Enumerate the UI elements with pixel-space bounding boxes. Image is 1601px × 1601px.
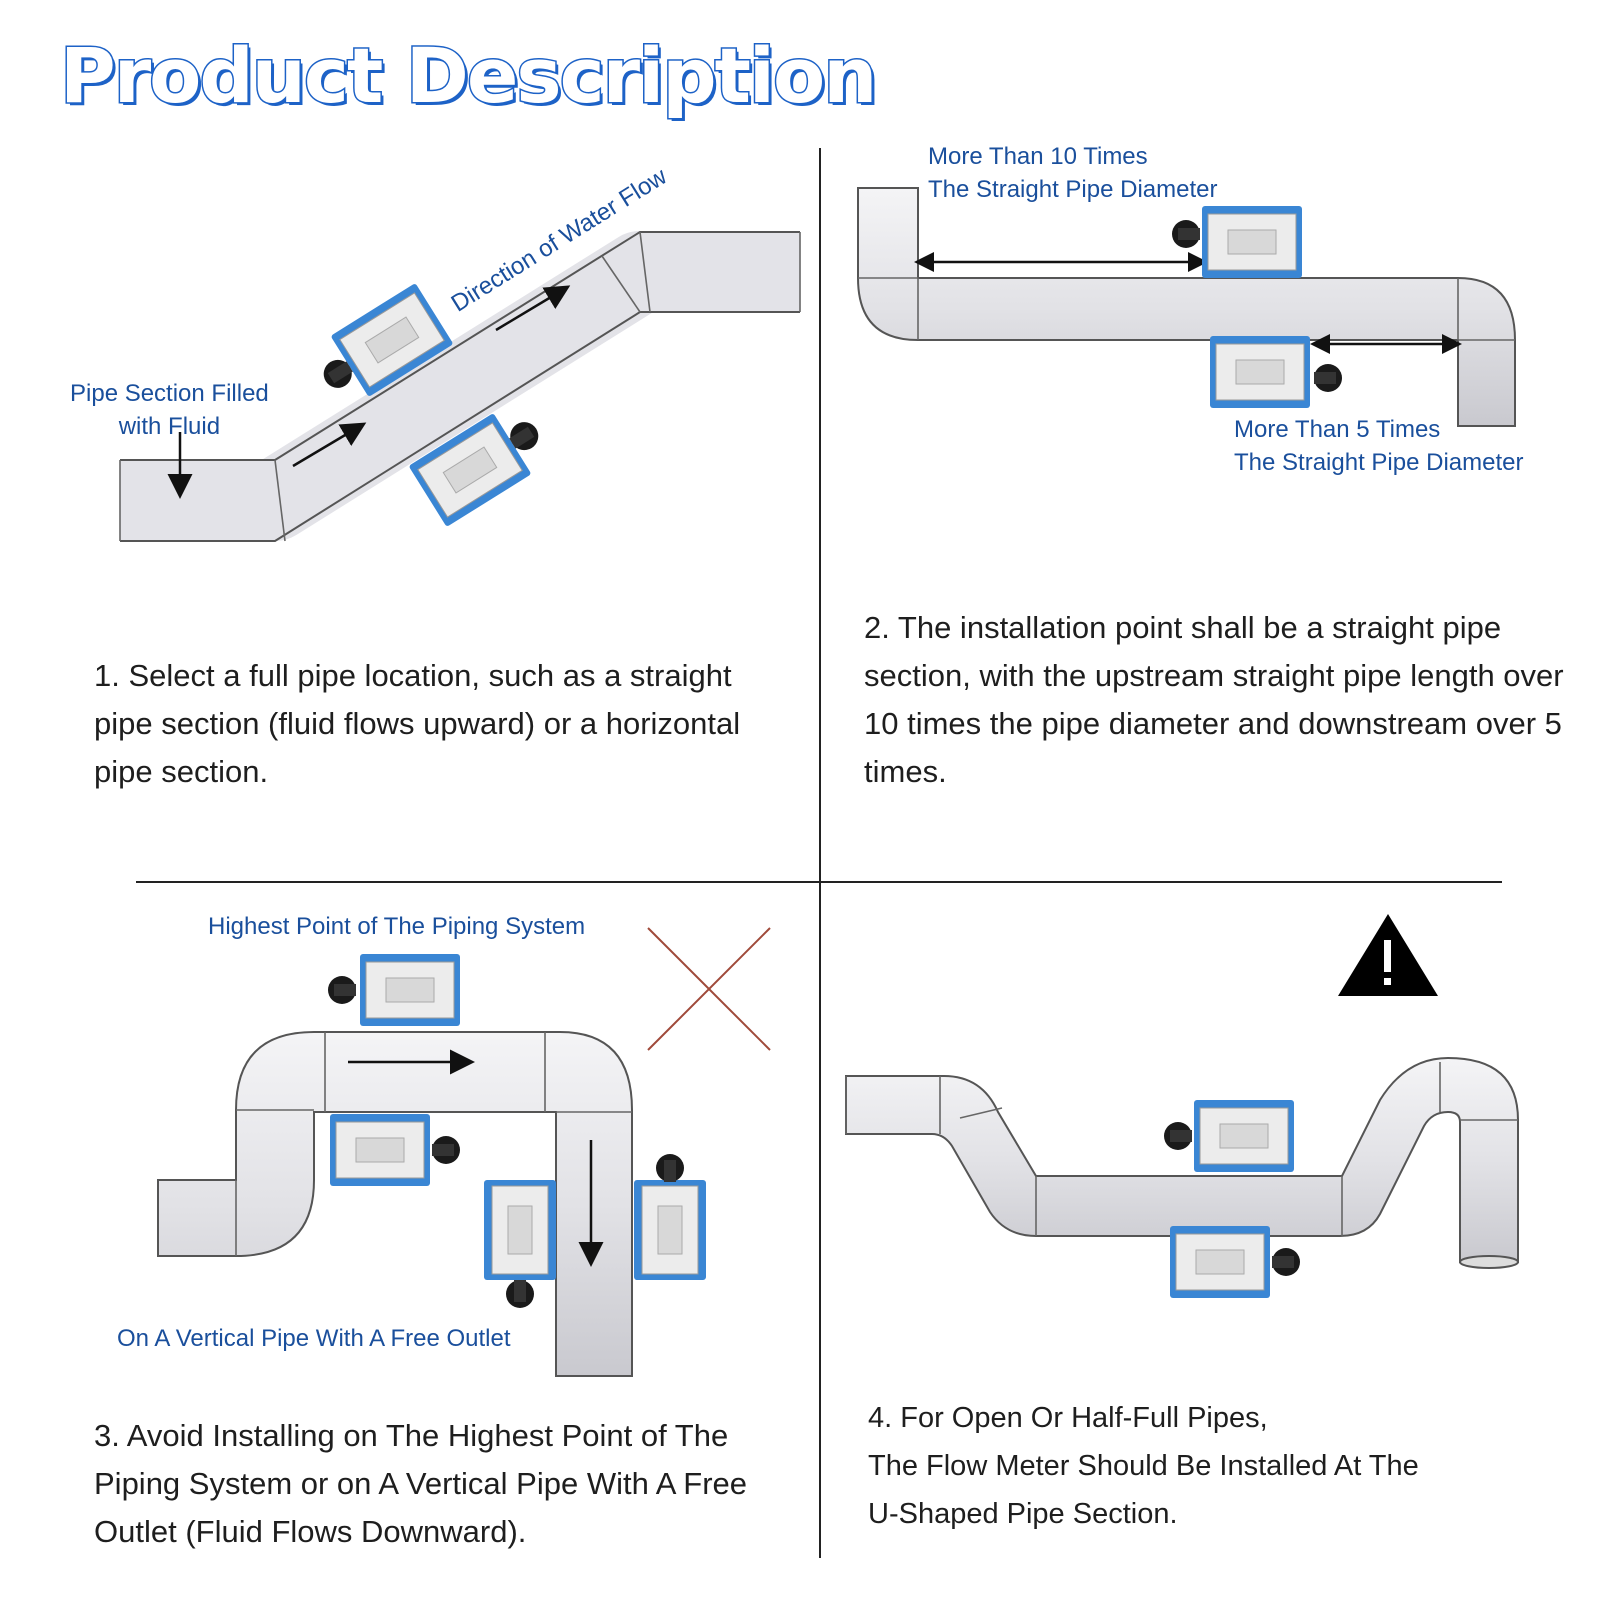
panel2-upstream-label: More Than 10 Times The Straight Pipe Dia… bbox=[928, 143, 1218, 203]
horizontal-divider bbox=[136, 881, 1502, 883]
panel4-illustration bbox=[845, 914, 1519, 1299]
panel3-vertical-label: On A Vertical Pipe With A Free Outlet bbox=[117, 1325, 511, 1352]
sensor-icon bbox=[1209, 335, 1342, 409]
panel2-illustration bbox=[857, 187, 1516, 427]
panel3-illustration bbox=[157, 927, 771, 1377]
panel1-fluid-label: Pipe Section Filled with Fluid bbox=[70, 380, 269, 440]
cross-mark-icon bbox=[647, 927, 771, 1051]
sensor-icon bbox=[328, 953, 461, 1027]
panel3-description: 3. Avoid Installing on The Highest Point… bbox=[94, 1418, 748, 1549]
panel1-description: 1. Select a full pipe location, such as … bbox=[94, 658, 741, 789]
sensor-icon bbox=[329, 1113, 460, 1187]
flow-arrow-icon bbox=[495, 285, 571, 332]
flow-arrow-icon bbox=[292, 422, 367, 468]
sensor-icon bbox=[483, 1179, 557, 1308]
vertical-divider bbox=[819, 148, 821, 1558]
sensor-icon bbox=[633, 1154, 707, 1281]
panel1-illustration bbox=[119, 231, 801, 542]
sensor-icon bbox=[1172, 205, 1303, 279]
warning-triangle-icon bbox=[1338, 914, 1438, 996]
sensor-icon bbox=[1164, 1099, 1295, 1173]
panel3-highest-label: Highest Point of The Piping System bbox=[208, 913, 586, 940]
panel2-downstream-label: More Than 5 Times The Straight Pipe Diam… bbox=[1234, 416, 1524, 476]
panel2-description: 2. The installation point shall be a str… bbox=[864, 610, 1564, 789]
page-title: Product Description bbox=[58, 29, 878, 121]
panel4-description: 4. For Open Or Half-Full Pipes, The Flow… bbox=[868, 1402, 1419, 1530]
